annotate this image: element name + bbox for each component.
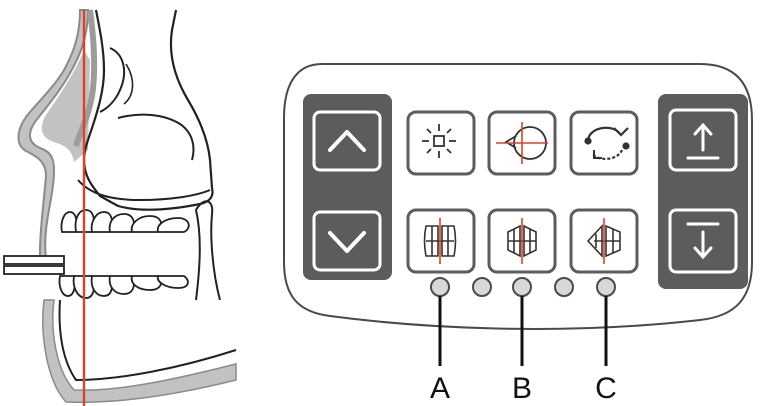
indicator-led xyxy=(472,277,492,297)
facial-bone-band xyxy=(73,9,98,147)
dentition-b-button[interactable] xyxy=(487,208,557,274)
mandible-soft-tissue xyxy=(42,299,237,403)
soft-tissue-profile xyxy=(17,9,90,263)
down-arrow-button[interactable] xyxy=(312,210,382,272)
column-up-button[interactable] xyxy=(668,108,738,172)
rotate-icon xyxy=(584,126,630,160)
head-position-button[interactable] xyxy=(487,110,557,176)
dentition-narrow-icon xyxy=(423,218,457,264)
dentition-wide-icon xyxy=(586,218,621,264)
zygomatic-line xyxy=(123,63,134,105)
chevron-up-icon xyxy=(328,130,366,152)
indicator-led xyxy=(430,277,450,297)
light-button[interactable] xyxy=(406,110,476,176)
indicator-leds xyxy=(430,277,616,297)
mandible-ramus xyxy=(194,200,221,301)
bite-block-icon xyxy=(3,255,65,275)
callout-label-c: C xyxy=(595,372,617,405)
control-panel: A B C xyxy=(283,63,753,405)
dentition-a-button[interactable] xyxy=(406,208,476,274)
indicator-led xyxy=(512,277,532,297)
light-icon xyxy=(422,124,456,158)
callout-label-a: A xyxy=(430,372,450,405)
chevron-down-icon xyxy=(328,231,366,253)
up-arrow-button[interactable] xyxy=(312,110,382,172)
cheekbone-contour xyxy=(117,113,195,161)
arrow-up-bar-icon xyxy=(686,122,720,160)
dentition-c-button[interactable] xyxy=(569,208,639,274)
arrow-down-bar-icon xyxy=(686,222,720,260)
lower-teeth xyxy=(58,275,189,299)
callout-label-b: B xyxy=(512,372,532,405)
skull-illustration xyxy=(3,9,237,406)
dentition-medium-icon xyxy=(507,218,537,264)
maxilla-outline xyxy=(77,179,211,202)
indicator-led xyxy=(554,277,574,297)
column-down-button[interactable] xyxy=(668,208,738,274)
orbit-contour xyxy=(99,47,126,113)
skull-outline xyxy=(82,9,214,211)
rotation-button[interactable] xyxy=(569,110,639,176)
head-profile-icon xyxy=(496,122,548,164)
indicator-led xyxy=(596,277,616,297)
mandible-outline xyxy=(58,299,237,382)
upper-teeth xyxy=(60,209,190,233)
